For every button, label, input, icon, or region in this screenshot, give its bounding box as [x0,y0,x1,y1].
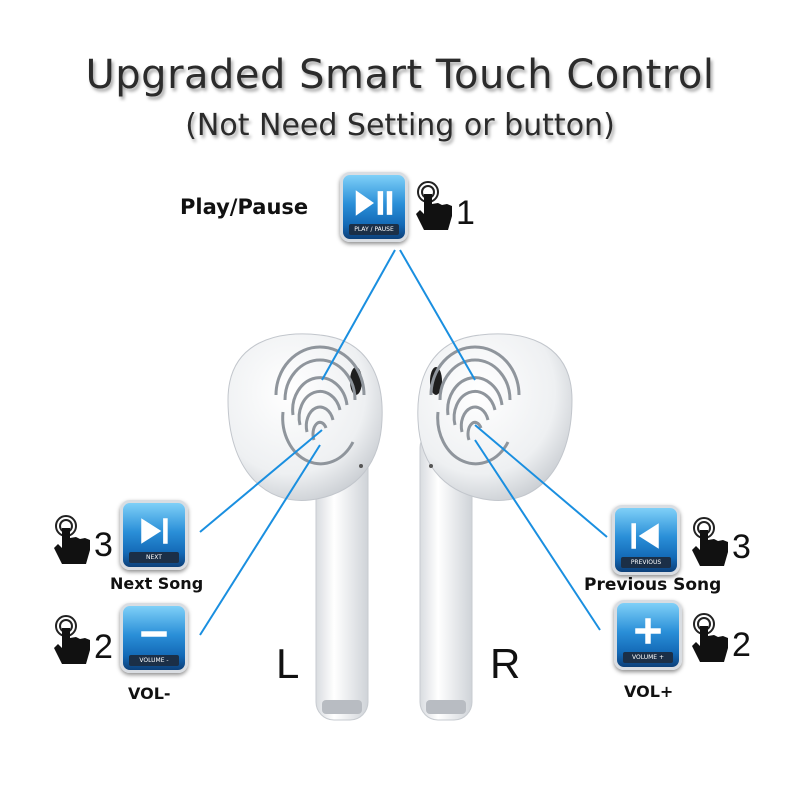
volume-down-caption: VOLUME - [129,655,179,666]
line-play-left [321,249,396,381]
line-vol-down [199,444,321,636]
previous-song-label: Previous Song [584,575,722,595]
play-pause-taps: 1 [456,194,475,232]
tap-hand-icon [54,615,90,664]
play-pause-button[interactable]: PLAY / PAUSE [340,172,408,242]
next-icon [141,518,168,544]
tap-hand-icon [54,515,90,564]
right-earbud-label: R [490,640,521,687]
volume-down-label: VOL- [128,684,171,703]
left-earbud-label: L [276,640,300,687]
line-vol-up [474,439,601,631]
fingerprint-icon [429,345,521,466]
volume-up-label: VOL+ [624,682,674,701]
fingerprint-icon [274,345,366,466]
next-song-taps: 3 [94,526,113,564]
volume-up-button[interactable]: VOLUME + [614,600,682,670]
tap-hand-icon [416,181,452,230]
next-song-label: Next Song [110,574,204,593]
line-next [199,429,323,533]
volume-down-taps: 2 [94,628,113,666]
left-earbud [227,333,383,721]
volume-up-taps: 2 [732,626,751,664]
volume-down-button[interactable]: VOLUME - [120,603,188,673]
tap-hand-icon [692,613,728,662]
line-previous [474,424,608,538]
previous-song-button[interactable]: PREVIOUS [612,505,680,575]
play-pause-label: Play/Pause [180,195,309,219]
minus-icon [141,631,167,637]
play-pause-icon [355,190,393,216]
right-earbud [417,333,573,721]
previous-icon [631,523,659,549]
next-song-caption: NEXT [129,552,179,563]
page-title: Upgraded Smart Touch Control [85,52,715,98]
page-subtitle: (Not Need Setting or button) [185,108,615,143]
next-song-button[interactable]: NEXT [120,500,188,570]
previous-song-caption: PREVIOUS [621,557,671,568]
play-pause-caption: PLAY / PAUSE [349,224,399,235]
plus-icon [635,618,661,644]
volume-up-caption: VOLUME + [623,652,673,663]
line-play-right [399,249,476,381]
previous-song-taps: 3 [732,528,751,566]
tap-hand-icon [692,517,728,566]
